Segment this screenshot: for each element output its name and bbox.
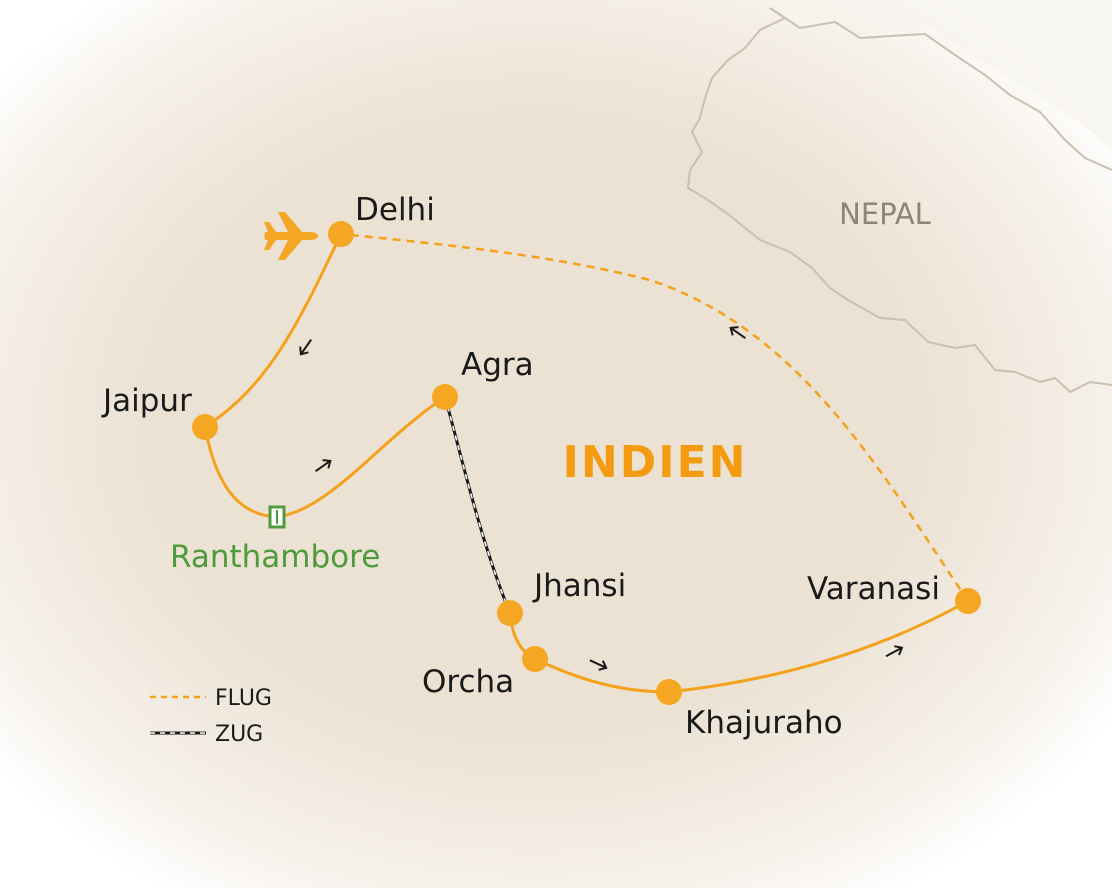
route-jaipur-ranthambore: [203, 426, 278, 519]
route-ranthambore-agra: [276, 395, 446, 519]
legend-flight-label: FLUG: [215, 686, 272, 711]
city-label-delhi: Delhi: [355, 192, 435, 228]
city-label-orcha: Orcha: [422, 664, 514, 700]
city-label-varanasi: Varanasi: [807, 571, 940, 607]
airplane-icon: [264, 212, 318, 260]
national-park-icon[interactable]: [268, 505, 286, 529]
city-label-agra: Agra: [461, 347, 534, 383]
direction-arrow-icon: [315, 459, 332, 472]
stop-marker-delhi[interactable]: [328, 221, 354, 247]
stop-marker-orcha[interactable]: [522, 646, 548, 672]
direction-arrow-icon: [729, 326, 746, 339]
route-khajuraho-varanasi: [668, 599, 969, 694]
stop-marker-varanasi[interactable]: [955, 588, 981, 614]
route-orcha-khajuraho: [534, 657, 670, 694]
stop-marker-khajuraho[interactable]: [656, 679, 682, 705]
stop-marker-jaipur[interactable]: [192, 414, 218, 440]
country-label-nepal: NEPAL: [839, 197, 931, 231]
city-label-jhansi: Jhansi: [532, 568, 626, 604]
country-label-indien: INDIEN: [563, 437, 748, 488]
legend: FLUG ZUG: [150, 686, 272, 747]
route-varanasi-delhi-flight: [340, 232, 970, 602]
park-label-ranthambore: Ranthambore: [170, 539, 380, 575]
stop-marker-agra[interactable]: [432, 384, 458, 410]
city-label-jaipur: Jaipur: [101, 383, 192, 419]
direction-arrow-icon: [589, 659, 608, 671]
route-agra-jhansi-train-dash: [444, 396, 511, 614]
city-label-khajuraho: Khajuraho: [685, 705, 843, 741]
direction-arrow-icon: [299, 339, 312, 356]
direction-arrow-icon: [885, 645, 904, 658]
stop-marker-jhansi[interactable]: [497, 600, 523, 626]
border-line-north: [769, 7, 1112, 171]
nepal-region: [760, 0, 1112, 150]
border-line: [686, 7, 1112, 394]
route-delhi-jaipur: [204, 233, 343, 429]
legend-train-label: ZUG: [215, 722, 263, 747]
